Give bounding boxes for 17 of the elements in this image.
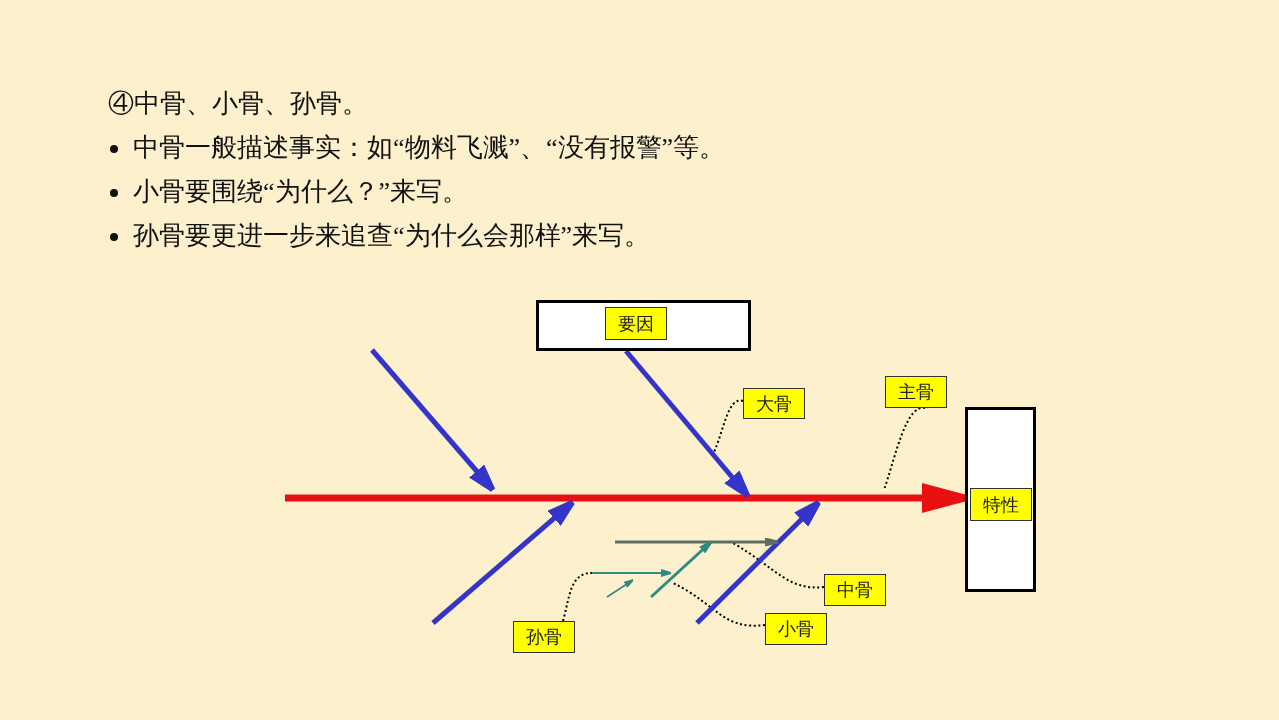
large-bone-label: 大骨	[743, 388, 805, 419]
cause-label: 要因	[605, 307, 667, 340]
main-bone-label: 主骨	[885, 376, 947, 408]
leader-line	[732, 542, 825, 589]
small-bone-label: 小骨	[765, 613, 827, 645]
slide-title: ④中骨、小骨、孙骨。	[108, 88, 368, 120]
bullet-text: 中骨一般描述事实：如“物料飞溅”、“没有报警”等。	[133, 132, 726, 164]
leader-line	[713, 399, 744, 453]
bullet-text: 孙骨要更进一步来追查“为什么会那样”来写。	[133, 220, 651, 252]
leader-line	[672, 582, 766, 627]
bullet-text: 小骨要围绕“为什么？”来写。	[133, 176, 469, 208]
sub-bone-label: 孙骨	[513, 621, 575, 653]
leader-line	[562, 572, 594, 622]
effect-box	[965, 407, 1036, 592]
effect-label: 特性	[970, 488, 1032, 521]
cause-box	[536, 300, 751, 351]
middle-bone-label: 中骨	[824, 574, 886, 606]
